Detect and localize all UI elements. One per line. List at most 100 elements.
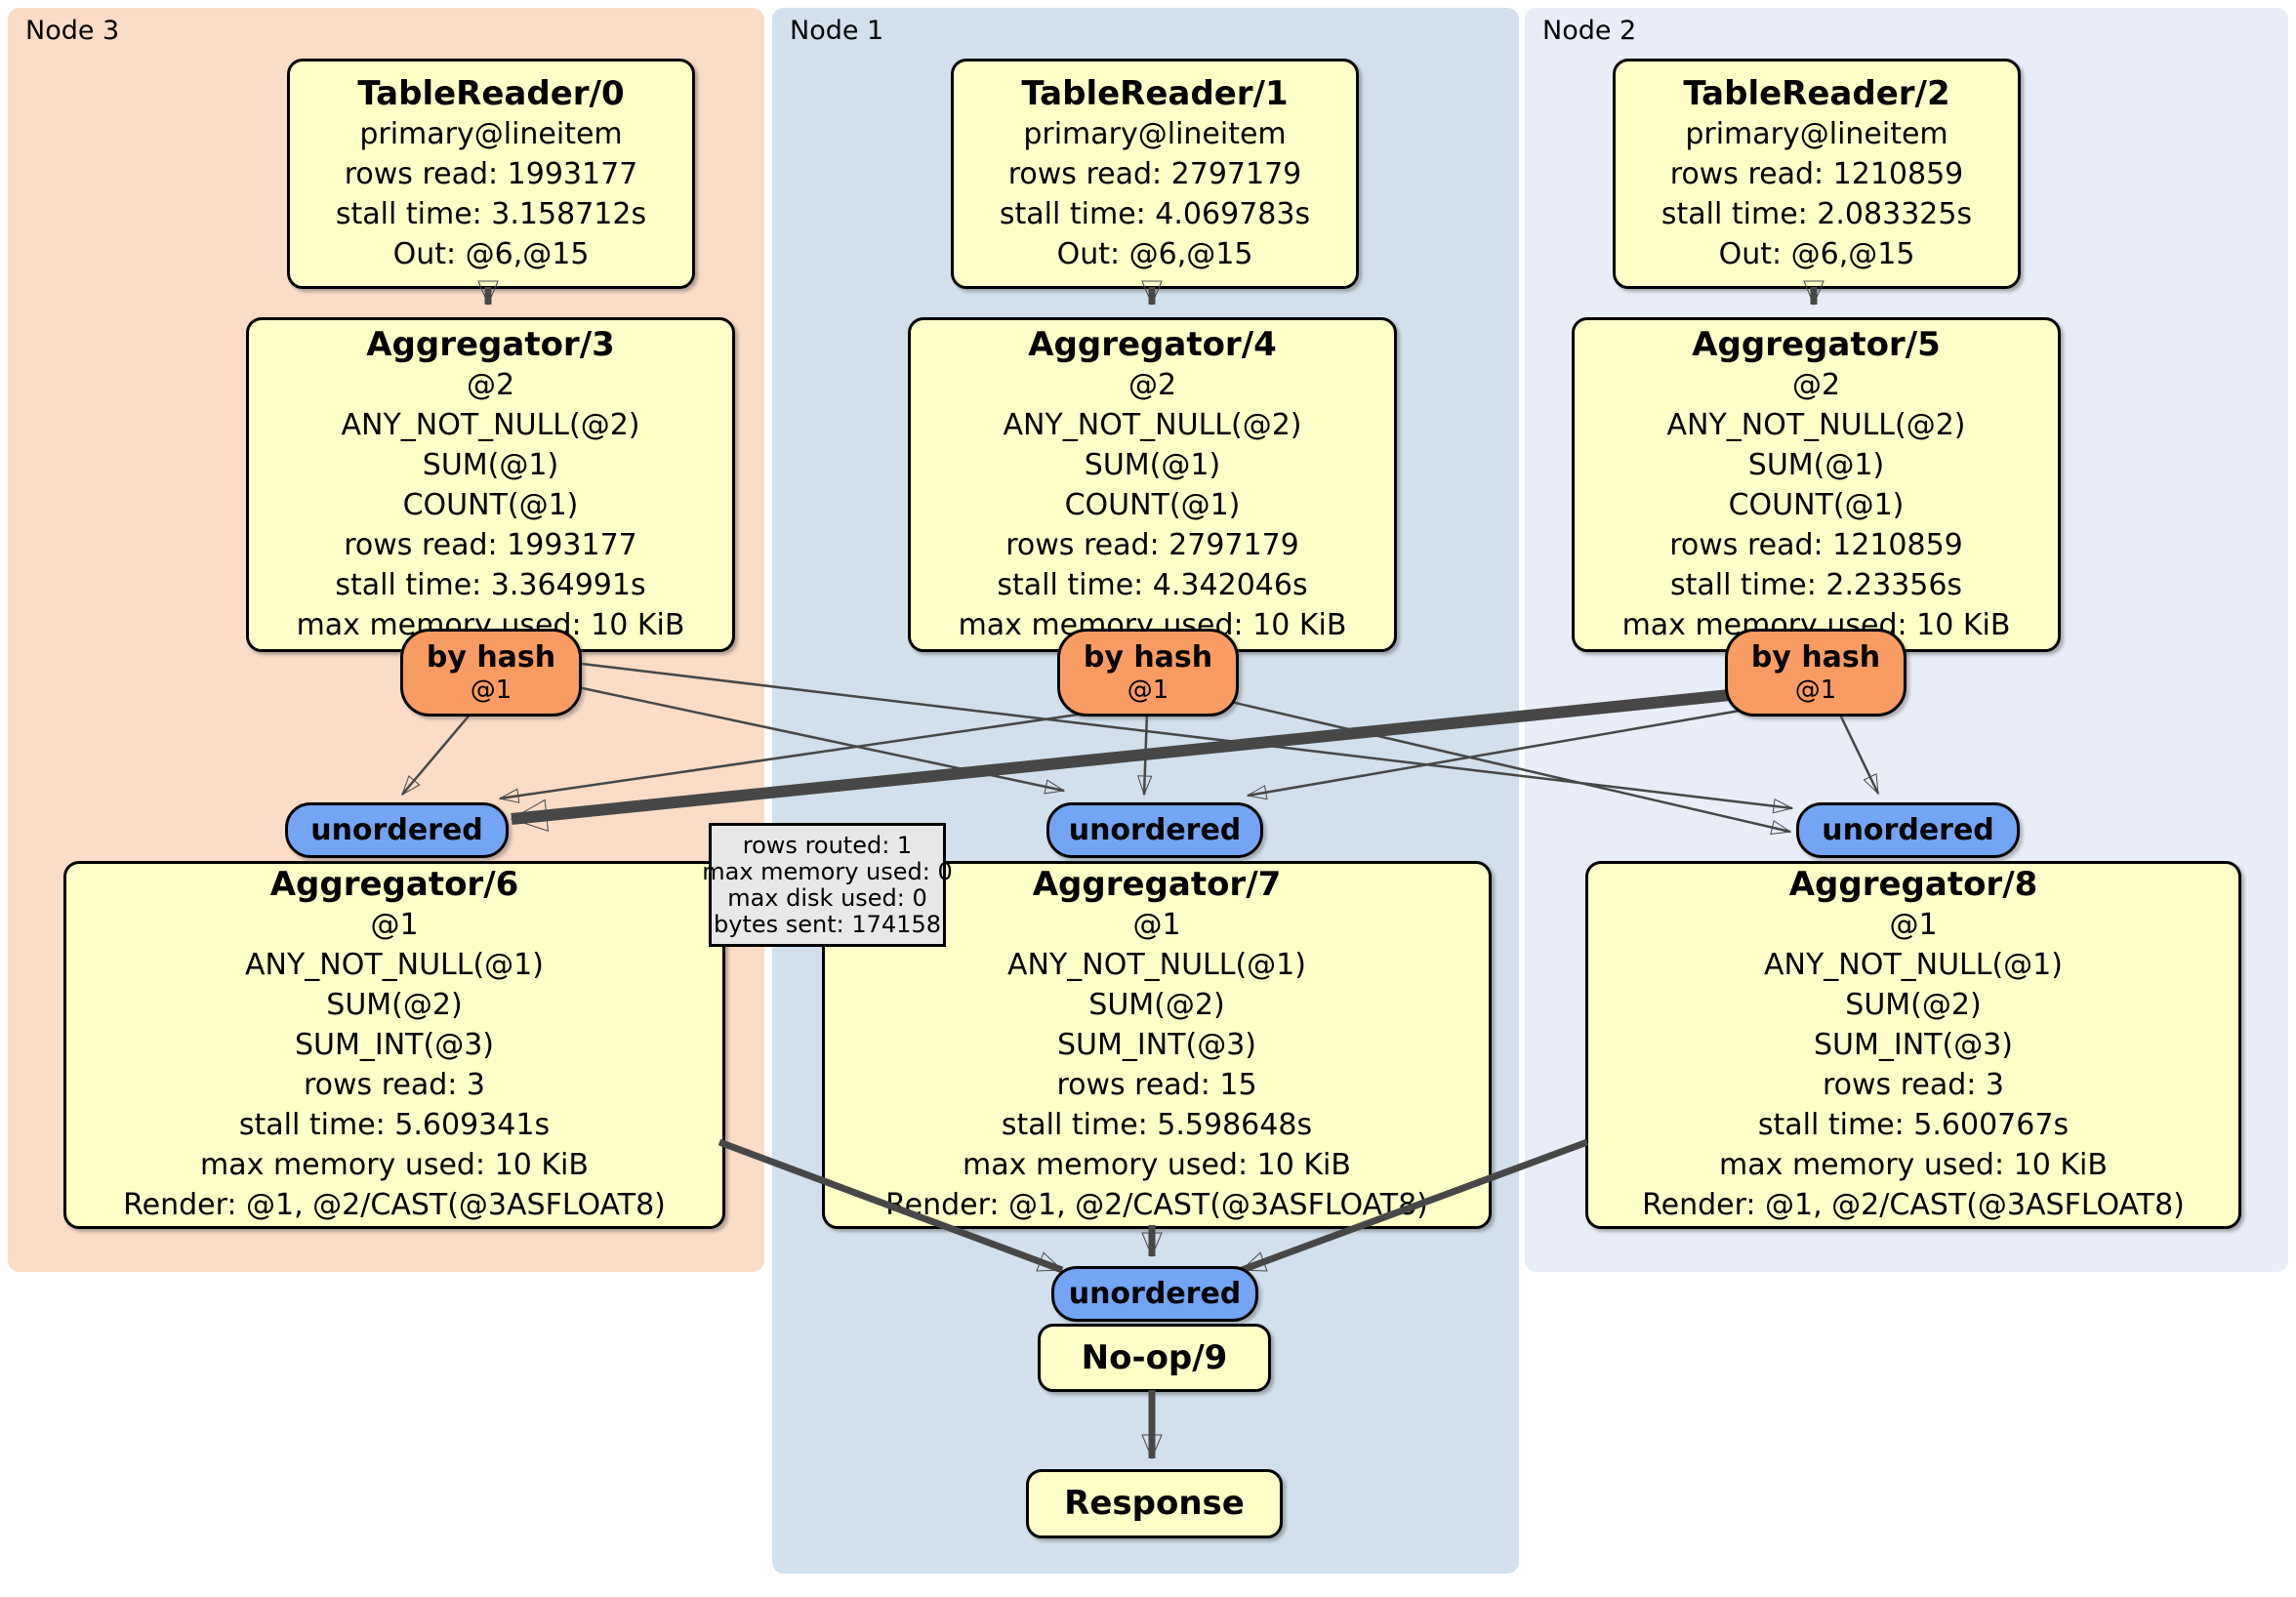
box-title: Response (1064, 1484, 1245, 1523)
box-line: Out: @6,@15 (1056, 236, 1253, 271)
panel-node1-label: Node 1 (790, 16, 884, 46)
box-line: SUM(@2) (1845, 988, 1982, 1022)
router-key: @1 (1794, 676, 1837, 705)
router-key: @1 (470, 676, 512, 705)
sync-unordered-node1: unordered (1046, 802, 1263, 858)
box-line: @1 (1889, 908, 1938, 942)
box-title: No-op/9 (1081, 1337, 1228, 1377)
router-by-hash-node2: by hash @1 (1725, 629, 1906, 717)
box-title: TableReader/1 (1021, 73, 1289, 113)
box-line: ANY_NOT_NULL(@1) (1763, 948, 2063, 982)
box-body: primary@lineitem rows read: 1210859 stall … (1661, 114, 1972, 274)
box-line: max memory used: 10 KiB (1719, 1148, 2108, 1182)
box-line: max memory used: 10 KiB (200, 1148, 589, 1182)
box-tablereader-0: TableReader/0 primary@lineitem rows read:… (287, 59, 695, 289)
box-line: SUM(@1) (1747, 447, 1885, 482)
box-line: rows read: 15 (1056, 1068, 1257, 1102)
box-line: @2 (466, 367, 515, 402)
box-line: SUM(@1) (1084, 447, 1221, 482)
box-line: max memory used: 10 KiB (963, 1148, 1351, 1182)
box-line: SUM_INT(@3) (1813, 1028, 2013, 1062)
box-line: Render: @1, @2/CAST(@3ASFLOAT8) (1642, 1188, 2185, 1222)
box-title: Aggregator/3 (366, 324, 615, 364)
router-key: @1 (1127, 676, 1169, 705)
box-line: rows read: 3 (1822, 1068, 2004, 1102)
router-label: by hash (426, 640, 556, 675)
box-line: rows read: 1210859 (1669, 156, 1964, 191)
box-body: primary@lineitem rows read: 1993177 stall … (336, 114, 646, 274)
box-line: stall time: 3.158712s (335, 196, 647, 231)
box-line: max memory used: 0 (702, 857, 953, 885)
box-line: SUM_INT(@3) (1056, 1028, 1256, 1062)
router-by-hash-node1: by hash @1 (1057, 629, 1239, 717)
box-line: rows routed: 1 (742, 831, 913, 859)
box-title: Aggregator/8 (1788, 865, 2038, 904)
panel-node2-label: Node 2 (1542, 16, 1637, 46)
box-line: stall time: 5.609341s (238, 1108, 551, 1142)
box-line: ANY_NOT_NULL(@2) (1003, 407, 1302, 442)
box-line: @1 (370, 908, 419, 942)
box-title: Aggregator/6 (269, 865, 519, 904)
sync-label: unordered (310, 813, 483, 847)
box-line: bytes sent: 174158 (714, 910, 941, 938)
box-line: Render: @1, @2/CAST(@3ASFLOAT8) (123, 1188, 666, 1222)
box-line: COUNT(@1) (1064, 487, 1241, 522)
box-line: @2 (1791, 367, 1841, 402)
router-by-hash-node3: by hash @1 (400, 629, 582, 717)
box-line: primary@lineitem (1023, 116, 1287, 151)
box-line: Out: @6,@15 (392, 236, 590, 271)
box-line: ANY_NOT_NULL(@1) (1006, 948, 1306, 982)
box-line: ANY_NOT_NULL(@2) (341, 407, 640, 442)
sync-label: unordered (1068, 813, 1242, 847)
box-line: primary@lineitem (1685, 116, 1948, 151)
box-line: @2 (1128, 367, 1177, 402)
box-line: rows read: 1210859 (1669, 527, 1963, 562)
box-line: rows read: 2797179 (1007, 156, 1302, 191)
sync-unordered-node2: unordered (1796, 802, 2020, 858)
box-line: Render: @1, @2/CAST(@3ASFLOAT8) (885, 1188, 1428, 1222)
box-line: rows read: 2797179 (1005, 527, 1299, 562)
box-line: rows read: 1993177 (344, 156, 638, 191)
box-line: SUM(@2) (1088, 988, 1225, 1022)
box-noop-9: No-op/9 (1038, 1324, 1271, 1392)
box-line: ANY_NOT_NULL(@2) (1666, 407, 1966, 442)
box-tablereader-1: TableReader/1 primary@lineitem rows read:… (951, 59, 1359, 289)
box-line: stall time: 5.598648s (1001, 1108, 1313, 1142)
box-response: Response (1026, 1469, 1283, 1538)
box-line: rows read: 1993177 (344, 527, 637, 562)
box-line: COUNT(@1) (402, 487, 579, 522)
box-line: stall time: 5.600767s (1757, 1108, 2070, 1142)
box-tablereader-2: TableReader/2 primary@lineitem rows read:… (1613, 59, 2021, 289)
box-line: stall time: 3.364991s (335, 567, 646, 602)
box-line: rows read: 3 (303, 1068, 485, 1102)
box-title: Aggregator/5 (1692, 324, 1941, 364)
box-title: TableReader/2 (1683, 73, 1950, 113)
box-line: max disk used: 0 (727, 883, 927, 912)
box-line: Out: @6,@15 (1718, 236, 1915, 271)
box-title: TableReader/0 (357, 73, 625, 113)
box-title: Aggregator/7 (1032, 865, 1282, 904)
box-line: stall time: 2.083325s (1660, 196, 1973, 231)
router-label: by hash (1750, 640, 1881, 675)
box-line: SUM(@2) (326, 988, 463, 1022)
box-line: COUNT(@1) (1728, 487, 1905, 522)
sync-label: unordered (1822, 813, 1994, 847)
sync-unordered-node3: unordered (285, 802, 509, 858)
sync-unordered-final: unordered (1051, 1266, 1258, 1322)
box-line: primary@lineitem (359, 116, 623, 151)
box-line: ANY_NOT_NULL(@1) (244, 948, 544, 982)
box-line: @1 (1132, 908, 1181, 942)
router-label: by hash (1083, 640, 1213, 675)
